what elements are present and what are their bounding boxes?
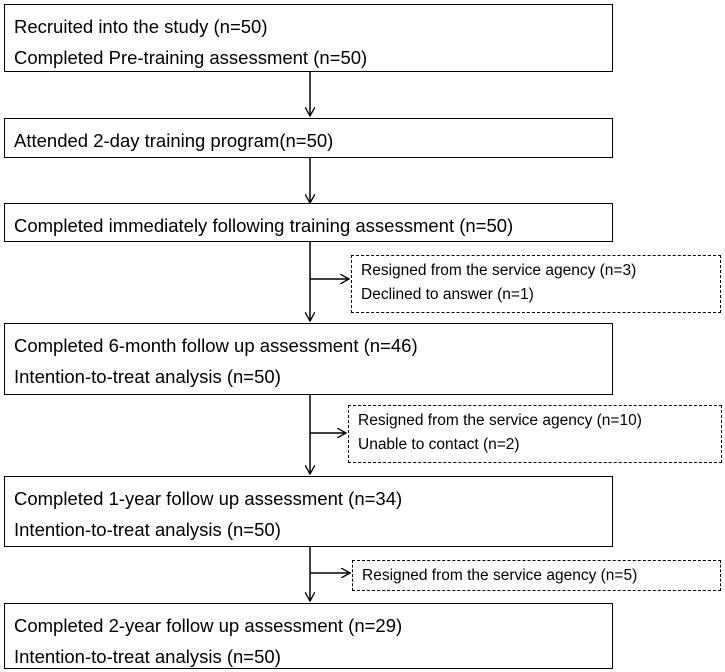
stage-post-training-line-1: Completed immediately following training… bbox=[14, 215, 514, 236]
stage-2-year-line-1: Completed 2-year follow up assessment (n… bbox=[14, 615, 403, 636]
stage-1-year-box: Completed 1-year follow up assessment (n… bbox=[4, 476, 613, 547]
stage-recruitment-line-1: Recruited into the study (n=50) bbox=[14, 16, 268, 37]
exclusion-box-2-year: Resigned from the service agency (n=5) bbox=[352, 560, 721, 591]
stage-1-year-line-1: Completed 1-year follow up assessment (n… bbox=[14, 488, 403, 509]
exclusion-6-month-line-1: Resigned from the service agency (n=3) bbox=[361, 262, 637, 279]
stage-training-box: Attended 2-day training program(n=50) bbox=[4, 118, 613, 158]
exclusion-box-6-month: Resigned from the service agency (n=3) D… bbox=[351, 255, 721, 313]
stage-recruitment-line-2: Completed Pre-training assessment (n=50) bbox=[14, 47, 368, 68]
stage-1-year-line-2: Intention-to-treat analysis (n=50) bbox=[14, 519, 281, 540]
exclusion-2-year-line-1: Resigned from the service agency (n=5) bbox=[362, 567, 638, 584]
stage-6-month-box: Completed 6-month follow up assessment (… bbox=[4, 323, 613, 395]
stage-6-month-line-1: Completed 6-month follow up assessment (… bbox=[14, 335, 418, 356]
exclusion-1-year-line-2: Unable to contact (n=2) bbox=[358, 436, 520, 453]
stage-post-training-box: Completed immediately following training… bbox=[4, 203, 613, 242]
exclusion-6-month-line-2: Declined to answer (n=1) bbox=[361, 286, 534, 303]
exclusion-1-year-line-1: Resigned from the service agency (n=10) bbox=[358, 412, 642, 429]
stage-recruitment-box: Recruited into the study (n=50) Complete… bbox=[4, 4, 613, 72]
stage-training-line-1: Attended 2-day training program(n=50) bbox=[14, 130, 334, 151]
stage-2-year-line-2: Intention-to-treat analysis (n=50) bbox=[14, 646, 281, 667]
exclusion-box-1-year: Resigned from the service agency (n=10) … bbox=[348, 405, 722, 463]
stage-6-month-line-2: Intention-to-treat analysis (n=50) bbox=[14, 366, 281, 387]
stage-2-year-box: Completed 2-year follow up assessment (n… bbox=[4, 603, 613, 669]
